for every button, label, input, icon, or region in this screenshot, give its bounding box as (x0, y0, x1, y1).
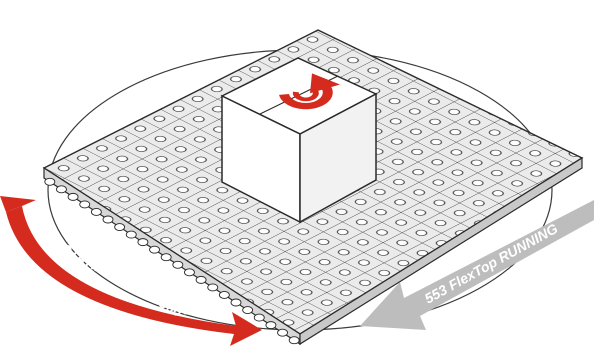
chain-link (115, 224, 125, 231)
chain-link (56, 186, 66, 193)
chain-link (278, 329, 288, 336)
chain-link (208, 284, 218, 291)
chain-link (103, 216, 113, 223)
chain-link (196, 276, 206, 283)
chain-link (289, 337, 299, 344)
chain-link (126, 231, 136, 238)
chain-link (184, 269, 194, 276)
chain-link (254, 314, 264, 321)
chain-link (45, 178, 55, 185)
chain-link (161, 254, 171, 261)
chain-link (68, 193, 78, 200)
chain-link (80, 201, 90, 208)
chain-link (243, 307, 253, 314)
chain-link (138, 239, 148, 246)
chain-link (231, 299, 241, 306)
chain-link (150, 246, 160, 253)
chain-link (266, 322, 276, 329)
chain-link (173, 261, 183, 268)
chain-link (91, 208, 101, 215)
chain-link (219, 291, 229, 298)
